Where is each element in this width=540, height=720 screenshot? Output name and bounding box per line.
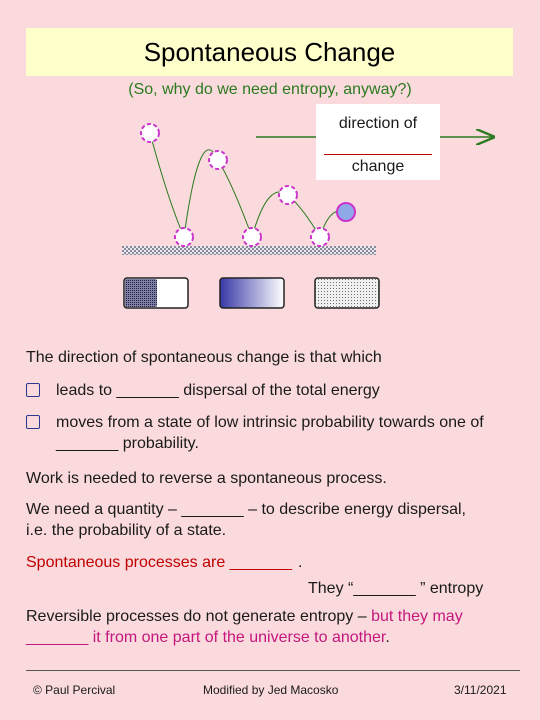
bullet-item-1: leads to _______ dispersal of the total … — [26, 380, 526, 401]
reversible-text: Reversible processes do not generate ent… — [26, 606, 496, 648]
energy-box-dispersed — [314, 277, 380, 309]
ball-bounce-1 — [174, 227, 194, 247]
bullet-item-2: moves from a state of low intrinsic prob… — [26, 412, 526, 454]
bullet-1-text: leads to _______ dispersal of the total … — [56, 382, 380, 399]
direction-label: direction of — [338, 115, 418, 132]
ball-position-2 — [208, 150, 228, 170]
checkbox-bullet-icon — [26, 383, 40, 397]
spontaneous-text: Spontaneous processes are _______ — [26, 554, 292, 571]
ball-final — [336, 202, 356, 222]
ball-position-1 — [140, 123, 160, 143]
footer-author: © Paul Percival — [33, 683, 116, 697]
spontaneous-line: Spontaneous processes are _______. — [26, 552, 302, 573]
energy-box-concentrated — [123, 277, 189, 309]
spontaneous-period: . — [297, 554, 303, 571]
ball-bounce-3 — [310, 227, 330, 247]
slide-subtitle: (So, why do we need entropy, anyway?) — [128, 81, 412, 98]
bullet-2-text: moves from a state of low intrinsic prob… — [56, 414, 484, 452]
reversible-d: . — [385, 629, 390, 646]
energy-box-spreading — [219, 277, 285, 309]
direction-box: direction of change — [316, 104, 440, 180]
quantity-text: We need a quantity – _______ – to descri… — [26, 501, 466, 539]
footer-divider — [26, 670, 520, 671]
bouncing-ball-diagram — [122, 123, 540, 309]
ball-position-3 — [278, 185, 298, 205]
change-label: change — [351, 158, 405, 175]
footer-modified: Modified by Jed Macosko — [203, 683, 339, 697]
ball-bounce-2 — [242, 227, 262, 247]
direction-blank — [324, 140, 432, 155]
reversible-c: _______ it from one part of the universe… — [26, 629, 386, 646]
ball-trajectory — [149, 132, 347, 239]
they-entropy-text: They “_______ ” entropy — [308, 580, 484, 597]
footer-date: 3/11/2021 — [454, 683, 507, 697]
checkbox-bullet-icon — [26, 415, 40, 429]
work-text: Work is needed to reverse a spontaneous … — [26, 470, 387, 487]
slide-title: Spontaneous Change — [26, 28, 513, 76]
ground-surface — [122, 246, 376, 255]
intro-text: The direction of spontaneous change is t… — [26, 349, 382, 366]
reversible-a: Reversible processes do not generate ent… — [26, 608, 372, 625]
reversible-b: but they may — [371, 608, 463, 625]
